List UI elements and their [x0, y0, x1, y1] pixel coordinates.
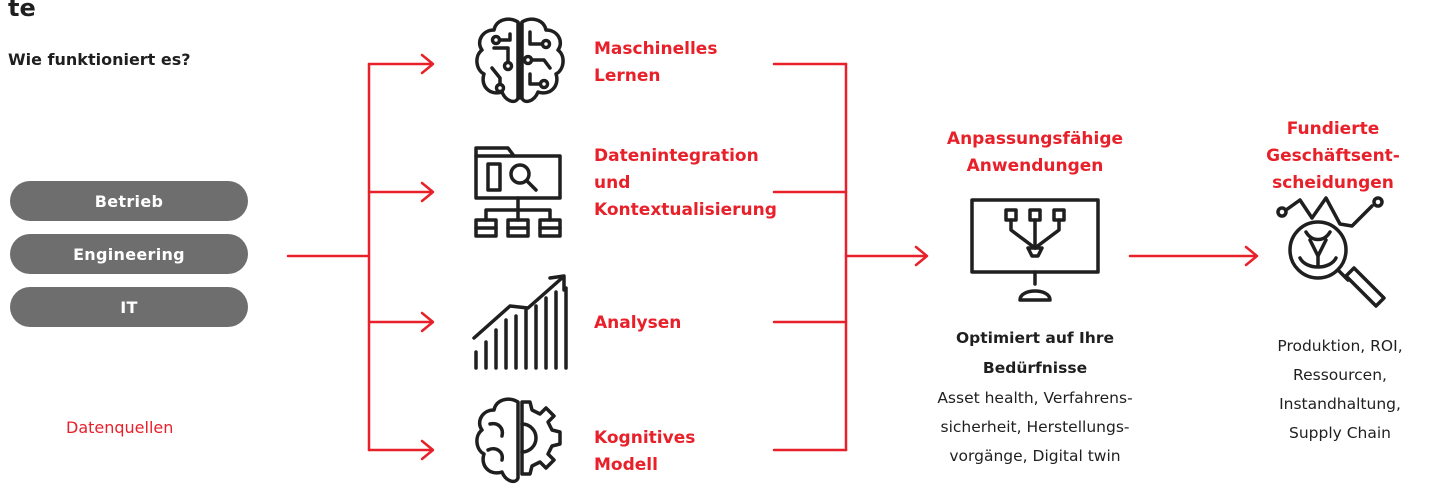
source-pill-engineering: Engineering — [10, 234, 248, 274]
growth-chart-icon — [472, 274, 568, 370]
folder-network-icon — [474, 146, 562, 238]
applications-details-line-2: sicherheit, Herstellungs- — [940, 418, 1130, 436]
method-data-integration-line-3: Kontextualisierung — [594, 200, 777, 220]
brain-circuit-icon — [475, 17, 565, 104]
applications-tagline: Optimiert auf Ihre Bedürfnisse — [920, 323, 1150, 383]
applications-tagline-line-1: Optimiert auf Ihre — [955, 329, 1114, 347]
applications-details: Asset health, Verfahrens- sicherheit, He… — [900, 384, 1170, 471]
section-subtitle: Wie funktioniert es? — [8, 50, 191, 69]
page-heading-fragment: te — [8, 0, 36, 22]
source-pill-it: IT — [10, 287, 248, 327]
method-data-integration-line-1: Datenintegration — [594, 146, 759, 166]
method-machine-learning: Maschinelles Lernen — [594, 36, 717, 90]
method-analytics: Analysen — [594, 310, 681, 337]
magnifier-chart-icon — [1276, 196, 1386, 308]
monitor-tree-icon — [970, 198, 1100, 302]
decisions-details-line-3: Instandhaltung, — [1279, 395, 1401, 413]
method-data-integration-line-2: und — [594, 173, 631, 193]
decisions-details: Produktion, ROI, Ressourcen, Instandhalt… — [1252, 332, 1428, 448]
decisions-title: Fundierte Geschäftsent- scheidungen — [1248, 116, 1418, 197]
method-cognitive-model: Kognitives Modell — [594, 425, 695, 479]
decisions-title-line-1: Fundierte — [1286, 119, 1380, 139]
decisions-details-line-1: Produktion, ROI, — [1277, 337, 1403, 355]
applications-title-line-1: Anpassungsfähige — [946, 129, 1124, 149]
decisions-title-line-3: scheidungen — [1272, 173, 1394, 193]
method-machine-learning-line-1: Maschinelles — [594, 39, 718, 59]
method-machine-learning-line-2: Lernen — [594, 66, 661, 86]
decisions-details-line-2: Ressourcen, — [1293, 366, 1387, 384]
method-analytics-line-1: Analysen — [594, 313, 682, 333]
applications-details-line-3: vorgänge, Digital twin — [949, 447, 1121, 465]
decisions-title-line-2: Geschäftsent- — [1266, 146, 1400, 166]
method-cognitive-model-line-2: Modell — [594, 455, 658, 475]
source-pill-operations: Betrieb — [10, 181, 248, 221]
decisions-details-line-4: Supply Chain — [1288, 424, 1392, 442]
brain-gear-icon — [475, 397, 562, 484]
applications-title-line-2: Anwendungen — [966, 156, 1104, 176]
applications-title: Anpassungsfähige Anwendungen — [942, 126, 1128, 180]
method-cognitive-model-line-1: Kognitives — [594, 428, 696, 448]
data-sources-label: Datenquellen — [66, 418, 174, 437]
applications-tagline-line-2: Bedürfnisse — [982, 359, 1088, 377]
method-data-integration: Datenintegration und Kontextualisierung — [594, 143, 777, 224]
applications-details-line-1: Asset health, Verfahrens- — [937, 389, 1133, 407]
